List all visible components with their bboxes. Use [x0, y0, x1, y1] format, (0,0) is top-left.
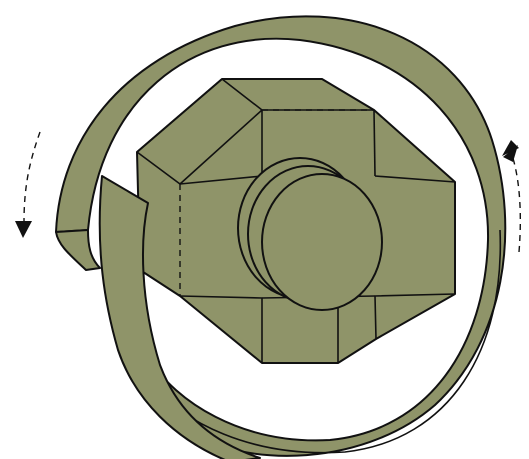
arrow-down-dashed-icon [15, 132, 40, 238]
band-left-curl [56, 230, 100, 270]
lens-front-face [262, 174, 382, 310]
top-inner-right [374, 110, 375, 176]
